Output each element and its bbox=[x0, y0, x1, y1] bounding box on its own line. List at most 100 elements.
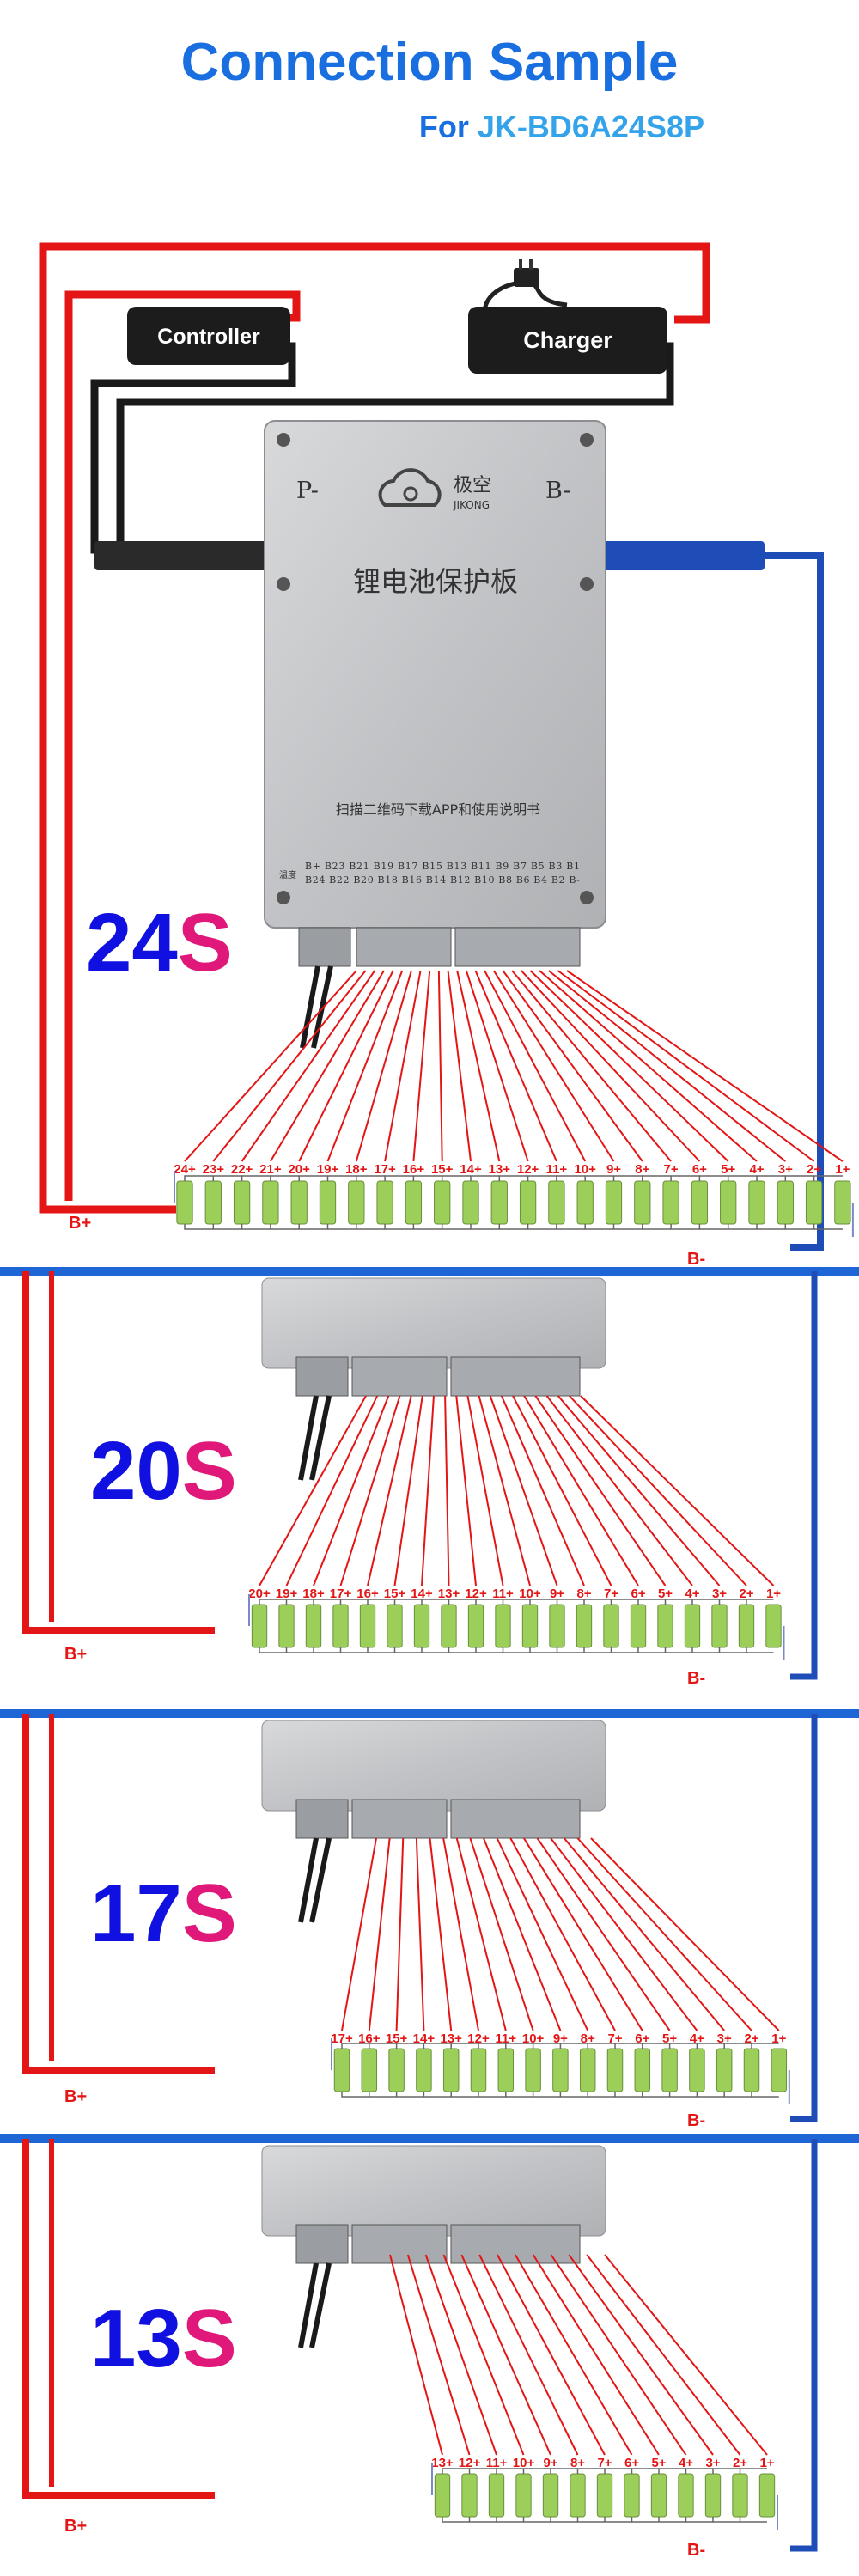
cell-tap-label: 1+ bbox=[766, 1586, 781, 1601]
cell-tap-label: 24+ bbox=[174, 1162, 196, 1177]
cell-tap-label: 10+ bbox=[513, 2456, 535, 2470]
cell-tap-label: 15+ bbox=[384, 1586, 406, 1601]
cell-tap-label: 14+ bbox=[413, 2031, 436, 2046]
balance-wire bbox=[548, 970, 786, 1162]
cell-busbar bbox=[496, 2517, 524, 2523]
balance-wire bbox=[393, 1395, 423, 1586]
balance-wire bbox=[444, 1395, 450, 1586]
battery-cell bbox=[689, 2048, 705, 2092]
section-divider bbox=[0, 2134, 859, 2143]
cell-busbar bbox=[285, 1599, 314, 1605]
cell-tap-label: 9+ bbox=[606, 1162, 621, 1177]
battery-cell bbox=[596, 2473, 613, 2518]
cell-tap-label: 9+ bbox=[550, 1586, 564, 1601]
balance-wire bbox=[483, 1837, 562, 2031]
battery-cell bbox=[624, 2473, 640, 2518]
battery-cell bbox=[462, 1180, 479, 1225]
cell-busbar bbox=[412, 1224, 442, 1230]
cell-busbar bbox=[532, 2092, 561, 2098]
balance-wire bbox=[550, 2254, 687, 2456]
battery-cell bbox=[711, 1604, 728, 1648]
series-suffix: S bbox=[182, 1425, 237, 1517]
cell-busbar bbox=[550, 2517, 578, 2523]
screw-hole bbox=[277, 577, 290, 591]
cell-busbar bbox=[527, 1175, 557, 1181]
balance-wire bbox=[536, 1837, 671, 2031]
cell-busbar bbox=[241, 1175, 271, 1181]
balance-wire bbox=[492, 970, 615, 1162]
balance-wire bbox=[326, 970, 404, 1162]
charger-label: Charger bbox=[523, 327, 612, 353]
battery-cell bbox=[834, 1180, 851, 1225]
cell-busbar bbox=[556, 1647, 584, 1653]
p-minus-cable bbox=[94, 541, 273, 570]
balance-wire bbox=[442, 1837, 479, 2031]
cell-tap-label: 8+ bbox=[635, 1162, 649, 1177]
cell-busbar bbox=[614, 2043, 643, 2049]
balance-wire bbox=[447, 970, 472, 1162]
temp-label: 温度 bbox=[279, 869, 296, 880]
cell-tap-label: 1+ bbox=[835, 1162, 850, 1177]
cell-tap-label: 7+ bbox=[604, 1586, 618, 1601]
cell-tap-label: 12+ bbox=[517, 1162, 539, 1177]
bminus-label: B- bbox=[687, 2541, 705, 2560]
page-title: Connection Sample bbox=[181, 33, 679, 92]
cell-tap-label: 10+ bbox=[522, 2031, 545, 2046]
cell-busbar bbox=[685, 2468, 713, 2474]
balance-wire bbox=[566, 970, 844, 1162]
balance-wire bbox=[497, 2254, 606, 2456]
cell-busbar bbox=[723, 2092, 752, 2098]
sections-layer: 24S24+23+22+21+20+19+18+17+16+15+14+13+1… bbox=[0, 897, 859, 2560]
plug-prong bbox=[529, 259, 533, 270]
battery-cell bbox=[662, 1180, 679, 1225]
battery-cell bbox=[661, 2048, 678, 2092]
series-section-24s: 24S24+23+22+21+20+19+18+17+16+15+14+13+1… bbox=[69, 897, 854, 1269]
cell-tap-label: 3+ bbox=[717, 2031, 732, 2046]
cell-busbar bbox=[584, 1224, 614, 1230]
battery-cell bbox=[278, 1604, 295, 1648]
cell-busbar bbox=[668, 2092, 698, 2098]
balance-wire bbox=[604, 2254, 768, 2456]
cell-tap-label: 6+ bbox=[635, 2031, 649, 2046]
cell-tap-label: 20+ bbox=[288, 1162, 310, 1177]
battery-cell bbox=[657, 1604, 673, 1648]
brand-en: JIKONG bbox=[453, 499, 490, 511]
cell-busbar bbox=[532, 2043, 561, 2049]
cell-busbar bbox=[610, 1647, 638, 1653]
bplus-label: B+ bbox=[69, 1214, 91, 1233]
screw-hole bbox=[580, 891, 594, 904]
controller-box: Controller bbox=[127, 307, 290, 365]
battery-cell bbox=[332, 1604, 349, 1648]
balance-wire bbox=[367, 1395, 412, 1586]
cell-tap-label: 8+ bbox=[581, 2031, 595, 2046]
cell-busbar bbox=[664, 1599, 692, 1605]
battery-cell bbox=[691, 1180, 709, 1225]
pin-labels-row-1: B+ B23 B21 B19 B17 B15 B13 B11 B9 B7 B5 … bbox=[305, 861, 580, 872]
cell-tap-label: 16+ bbox=[358, 2031, 381, 2046]
cell-busbar bbox=[746, 1599, 774, 1605]
cell-tap-label: 23+ bbox=[203, 1162, 225, 1177]
balance-wire bbox=[532, 2254, 660, 2456]
balance-wire bbox=[412, 970, 431, 1162]
red-main-wire bbox=[39, 242, 710, 1214]
balance-wire bbox=[590, 1837, 780, 2031]
subtitle-prefix: For bbox=[419, 109, 478, 144]
balance-connector-right bbox=[450, 1799, 581, 1839]
battery-cell bbox=[319, 1180, 337, 1225]
pin-labels-row-2: B24 B22 B20 B18 B16 B14 B12 B10 B8 B6 B4… bbox=[305, 874, 580, 886]
cell-busbar bbox=[184, 1224, 214, 1230]
cell-tap-label: 5+ bbox=[658, 1586, 673, 1601]
balance-wire bbox=[478, 2254, 579, 2456]
balance-wire bbox=[512, 1395, 612, 1586]
cell-tap-label: 18+ bbox=[302, 1586, 325, 1601]
balance-wire bbox=[460, 2254, 551, 2456]
cell-busbar bbox=[696, 2043, 725, 2049]
cell-tap-label: 8+ bbox=[576, 1586, 591, 1601]
cell-busbar bbox=[583, 1647, 612, 1653]
charger-box: Charger bbox=[468, 307, 667, 374]
cell-busbar bbox=[356, 1224, 386, 1230]
battery-cell bbox=[497, 2048, 515, 2092]
cell-busbar bbox=[442, 2468, 470, 2474]
balance-connector-right bbox=[450, 2224, 581, 2264]
cell-busbar bbox=[522, 2517, 551, 2523]
